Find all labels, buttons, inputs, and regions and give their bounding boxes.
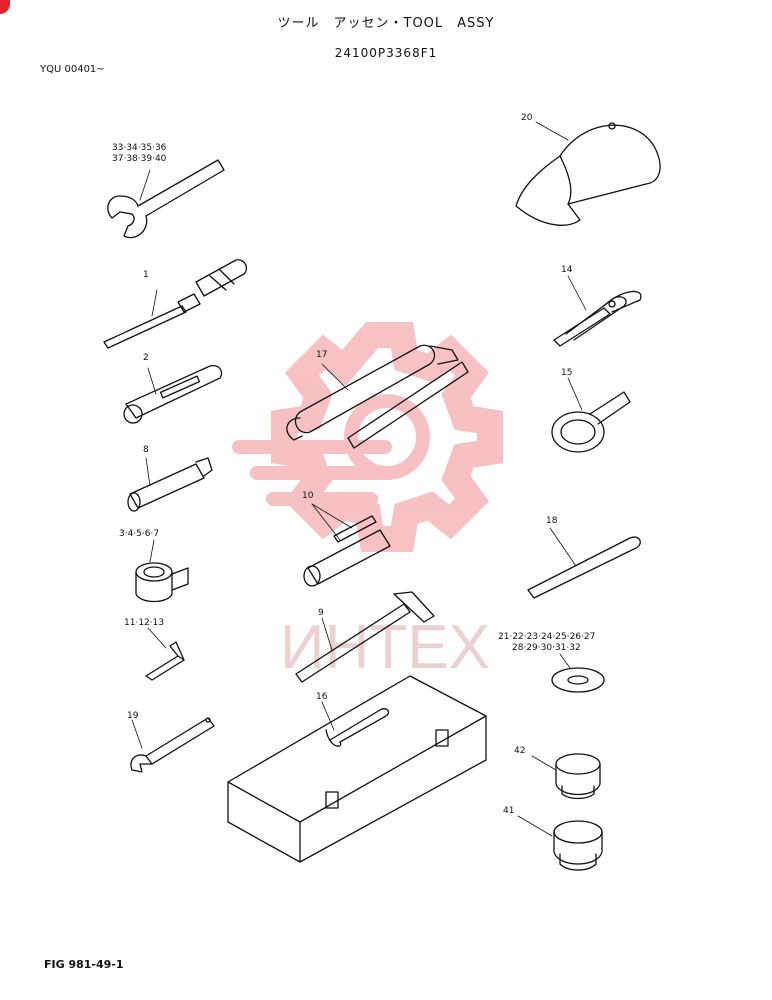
cup-wrench-41-icon (517, 815, 603, 871)
tool-box-icon (227, 675, 487, 863)
callout-33-36: 33·34·35·36 (112, 143, 167, 153)
callout-17: 17 (316, 350, 328, 360)
bar-icon (527, 527, 641, 599)
callout-37-40: 37·38·39·40 (112, 154, 167, 164)
washer-icon (551, 653, 605, 693)
ratchet-handle-icon (123, 365, 223, 424)
callout-21-27: 21·22·23·24·25·26·27 (498, 632, 596, 642)
callout-19: 19 (127, 711, 139, 721)
box-wrench-icon (303, 503, 391, 587)
callout-8: 8 (143, 445, 149, 455)
callout-18: 18 (546, 516, 558, 526)
callout-2: 2 (143, 353, 149, 363)
extension-bar-icon (127, 457, 213, 512)
serial-range: YQU 00401~ (40, 64, 105, 75)
watermark-text: ИНТЕХ (280, 613, 490, 682)
watermark-logo (232, 322, 503, 552)
figure-reference: FIG 981-49-1 (44, 958, 124, 971)
corner-mark (0, 0, 10, 14)
callout-42: 42 (514, 746, 526, 756)
cup-wrench-42-icon (531, 753, 601, 800)
callout-20: 20 (521, 113, 533, 123)
callout-16: 16 (316, 692, 328, 702)
t-wrench-icon (295, 591, 435, 683)
callout-15: 15 (561, 368, 573, 378)
wrench-icon (107, 159, 225, 239)
socket-icon (135, 539, 189, 603)
callout-41: 41 (503, 806, 515, 816)
callout-28-32: 28·29·30·31·32 (512, 643, 581, 653)
callout-3-7: 3·4·5·6·7 (119, 529, 160, 539)
adjustable-wrench-icon (130, 717, 215, 773)
callout-11-13: 11·12·13 (124, 618, 165, 628)
callout-10: 10 (302, 491, 314, 501)
screwdriver-icon (103, 259, 248, 349)
page-title: ツール アッセン・TOOL ASSY (277, 16, 495, 31)
filter-wrench-icon (551, 377, 631, 453)
grease-gun-icon (286, 344, 469, 449)
callout-14: 14 (561, 265, 573, 275)
pliers-icon (553, 275, 642, 347)
part-number: 24100P3368F1 (334, 46, 438, 60)
cap-icon (515, 121, 661, 226)
hex-key-icon (145, 627, 185, 681)
callout-9: 9 (318, 608, 324, 618)
callout-1: 1 (143, 270, 149, 280)
